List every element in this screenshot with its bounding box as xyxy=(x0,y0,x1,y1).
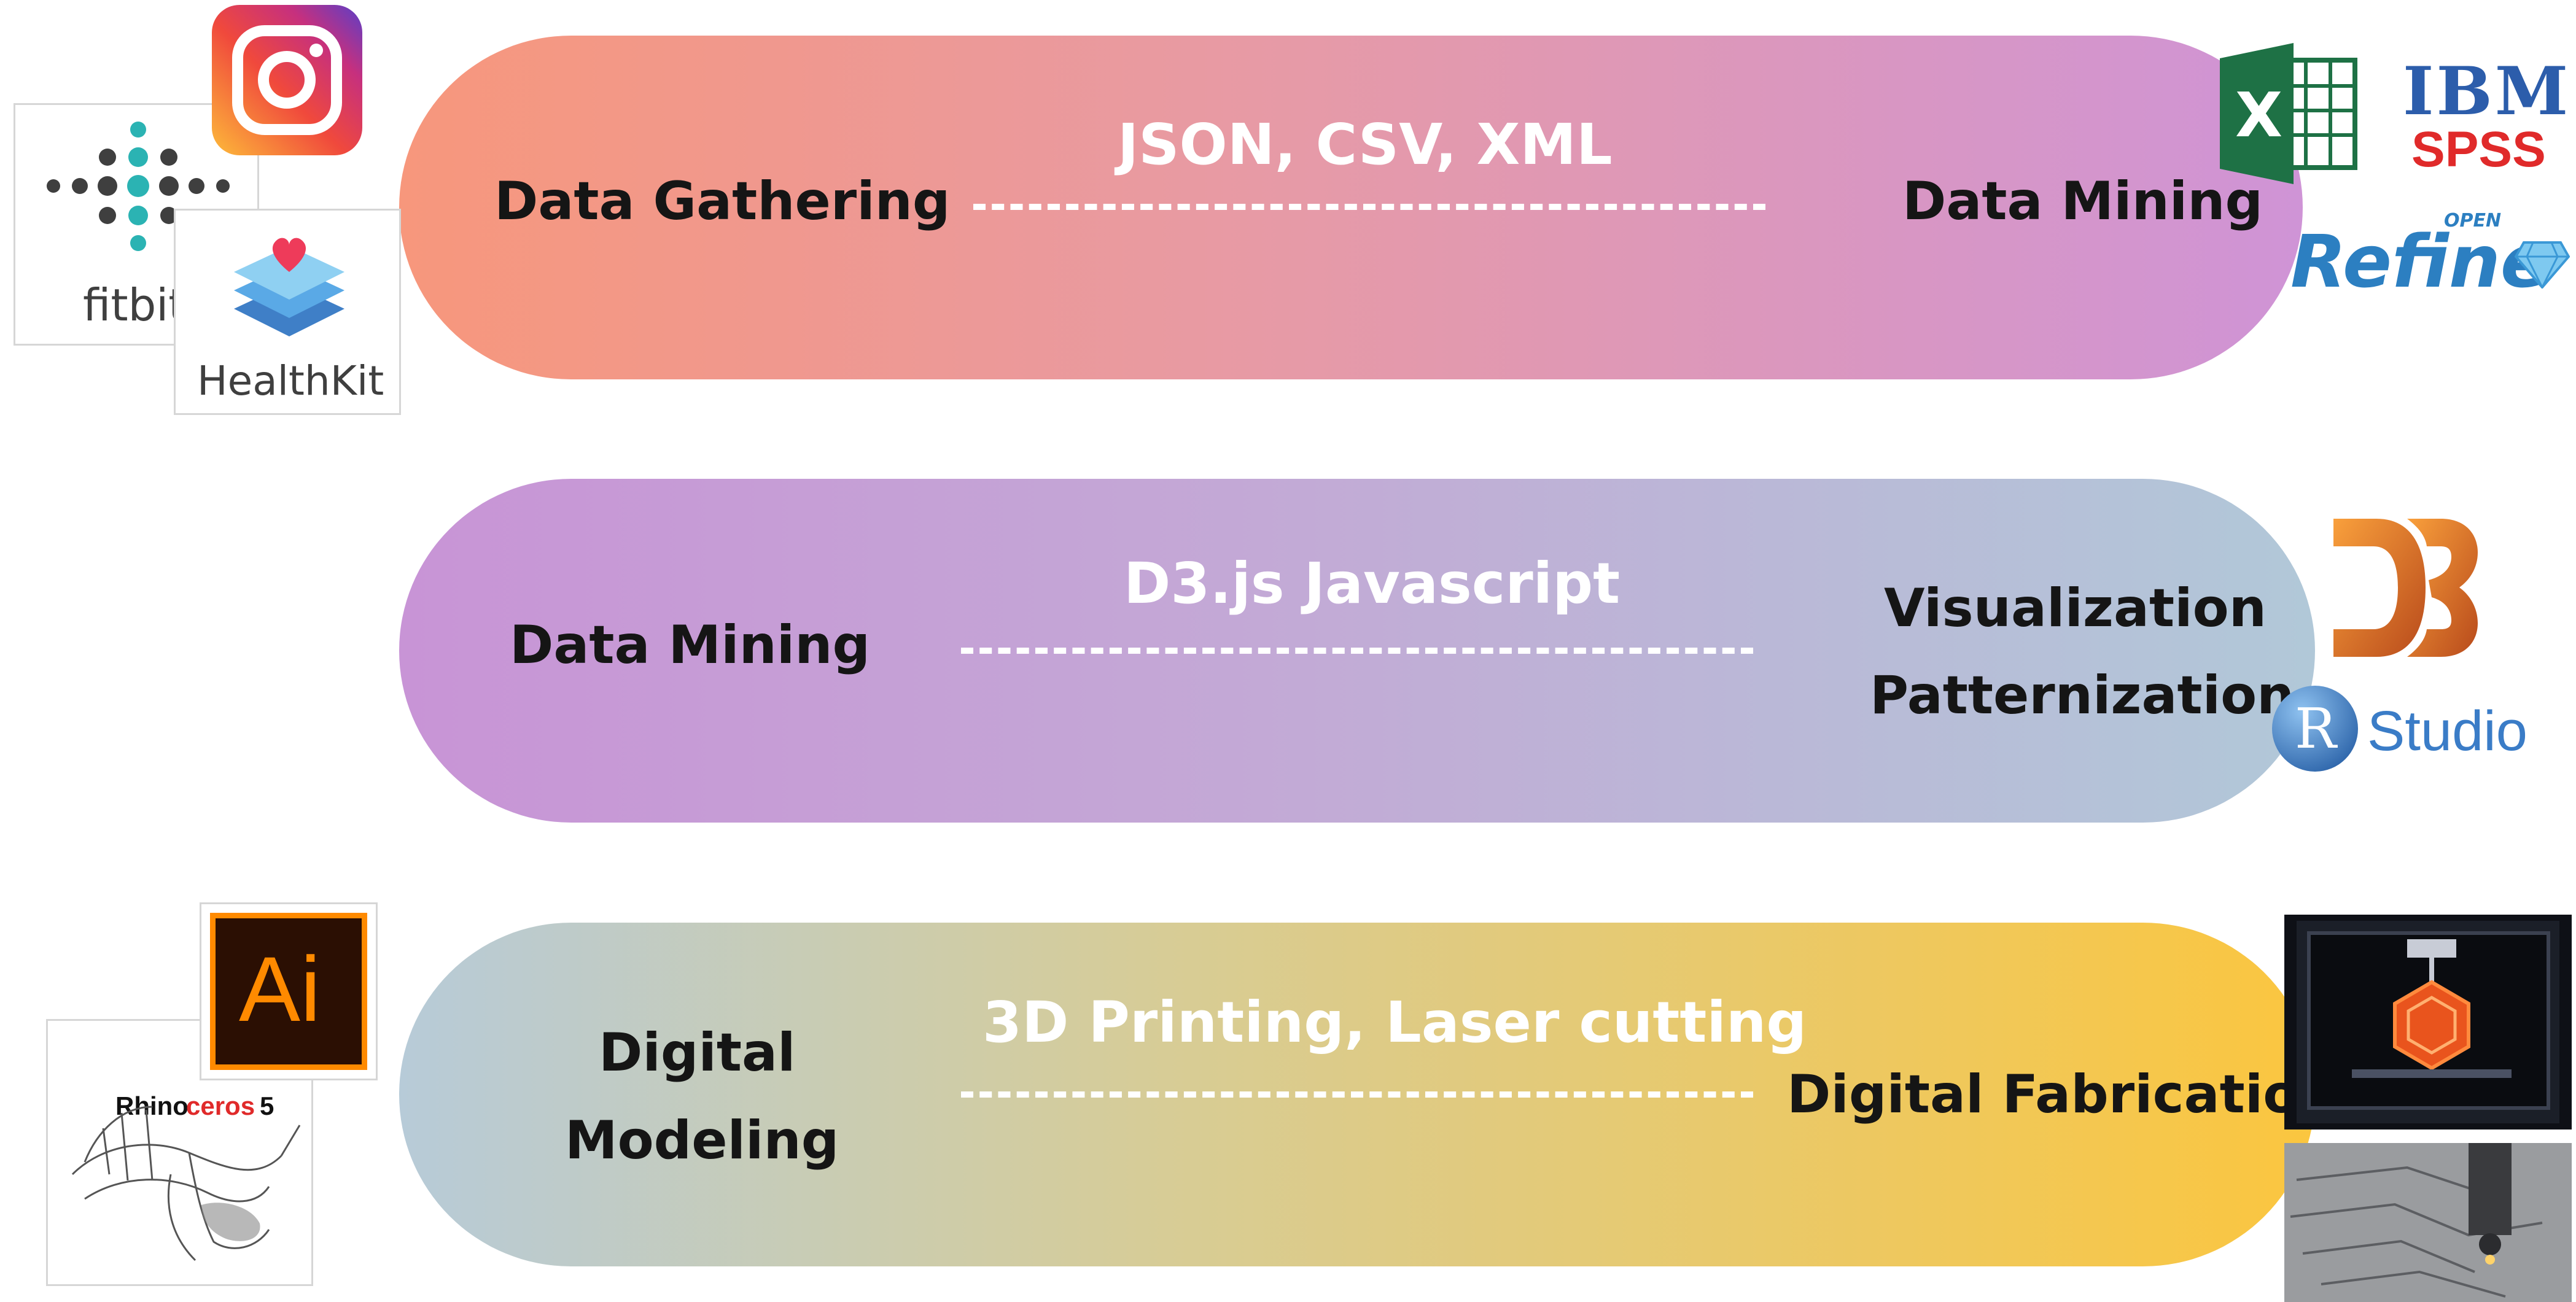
excel-logo: X xyxy=(2220,43,2358,184)
rstudio-wordmark: Studio xyxy=(2367,700,2527,762)
row2-left-label: Data Mining xyxy=(510,614,871,676)
row3-dashed-connector xyxy=(961,1091,1753,1098)
row3-left-label-line2: Modeling xyxy=(565,1110,839,1171)
rstudio-logo: R Studio xyxy=(2269,684,2558,773)
openrefine-wordmark: Refine xyxy=(2290,219,2550,304)
fitbit-wordmark: fitbit xyxy=(83,279,186,331)
row3-middle-label: 3D Printing, Laser cutting xyxy=(983,990,1807,1055)
row2-right-label-line2: Patternization xyxy=(1870,665,2295,726)
instagram-camera-icon xyxy=(232,25,342,135)
row2-dashed-connector xyxy=(961,648,1753,654)
rhino-wordmark-b: ceros xyxy=(186,1091,255,1120)
spss-wordmark: SPSS xyxy=(2411,122,2546,177)
row2-middle-label: D3.js Javascript xyxy=(1124,551,1621,616)
laser-cutter-image xyxy=(2284,1143,2572,1302)
ibm-wordmark: IBM xyxy=(2403,53,2571,130)
openrefine-open-label: OPEN xyxy=(2444,210,2502,231)
row1-right-label: Data Mining xyxy=(1902,171,2263,232)
row3-right-label: Digital Fabrication xyxy=(1787,1064,2337,1125)
rstudio-circle-icon xyxy=(2272,686,2358,772)
illustrator-logo: Ai xyxy=(200,902,378,1080)
openrefine-logo: OPEN Refine xyxy=(2290,212,2576,301)
instagram-logo xyxy=(212,5,362,155)
3d-printer-photo xyxy=(2284,915,2572,1130)
row3-left-label-line1: Digital xyxy=(599,1022,796,1083)
healthkit-logo: HealthKit xyxy=(174,209,401,415)
excel-sheet-icon xyxy=(2220,43,2357,184)
3d-printer-image xyxy=(2297,921,2559,1123)
fitbit-dots-icon xyxy=(47,122,230,251)
diamond-icon xyxy=(2515,241,2570,289)
illustrator-tile: Ai xyxy=(210,913,367,1070)
d3-logo xyxy=(2333,519,2478,657)
row1-left-label: Data Gathering xyxy=(494,171,951,232)
illustrator-ai-letters: Ai xyxy=(239,937,321,1040)
d3-mark-icon xyxy=(2333,519,2478,657)
laser-cutter-photo xyxy=(2284,1143,2572,1302)
healthkit-wordmark: HealthKit xyxy=(197,357,384,405)
rhino-wordmark-a: Rhino xyxy=(115,1091,189,1120)
rhino-wireframe-icon xyxy=(71,1106,301,1261)
row1-dashed-connector xyxy=(973,204,1765,210)
healthkit-stack-icon xyxy=(234,238,344,336)
row2-right-label-line1: Visualization xyxy=(1884,578,2267,639)
ibm-spss-logo: IBM SPSS xyxy=(2398,58,2568,181)
excel-x-letter: X xyxy=(2235,79,2283,151)
rstudio-r-letter: R xyxy=(2295,697,2337,761)
row1-middle-label: JSON, CSV, XML xyxy=(1118,112,1613,177)
rhino-version: 5 xyxy=(260,1091,274,1120)
